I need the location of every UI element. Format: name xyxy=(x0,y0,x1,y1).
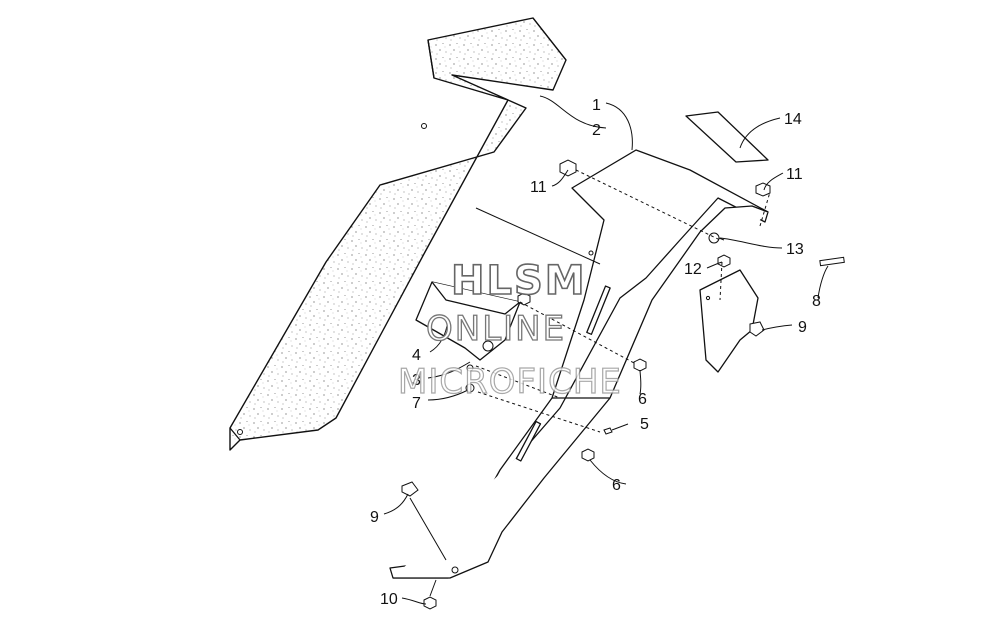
callout-8: 8 xyxy=(812,293,821,310)
decal-part xyxy=(685,111,769,163)
callout-3: 3 xyxy=(412,372,421,389)
hardware-nut-11-right xyxy=(755,182,771,197)
hardware-rivet-5 xyxy=(603,423,629,435)
callout-4: 4 xyxy=(412,347,421,364)
watermark-line3: MICROFICHE xyxy=(398,362,622,402)
hardware-clip-9-left xyxy=(401,481,419,497)
hardware-bolt-6-upper xyxy=(633,358,647,372)
callout-6-lower: 6 xyxy=(612,477,621,494)
hardware-nut-11-left xyxy=(559,159,577,177)
hardware-bolt-10 xyxy=(423,579,437,610)
side-plate-part xyxy=(699,269,759,373)
bracket-part xyxy=(415,281,521,372)
hardware-bolt-6-lower xyxy=(581,448,595,462)
callout-1: 1 xyxy=(592,97,601,114)
callout-13: 13 xyxy=(786,241,804,258)
callout-5: 5 xyxy=(640,416,649,433)
callout-11-right: 11 xyxy=(786,166,803,183)
callout-9-left: 9 xyxy=(370,509,379,526)
watermark-line2: ONLINE xyxy=(426,309,566,349)
callout-9-right: 9 xyxy=(798,319,807,336)
hardware-nut-12 xyxy=(717,254,731,268)
callout-2: 2 xyxy=(592,122,601,139)
callout-12: 12 xyxy=(684,261,702,278)
watermark-line1: HLSM xyxy=(451,258,587,304)
foam-pad-part xyxy=(229,17,567,451)
hardware-bolt-8 xyxy=(819,256,845,267)
callout-6-upper: 6 xyxy=(638,391,647,408)
hardware-clip-9-right xyxy=(749,321,765,337)
callout-7: 7 xyxy=(412,395,421,412)
callout-11-left: 11 xyxy=(530,179,547,196)
callout-14: 14 xyxy=(784,111,802,128)
watermark: HLSM ONLINE MICROFICHE xyxy=(397,257,622,402)
chaincase-cover-part xyxy=(389,149,769,579)
callout-10: 10 xyxy=(380,591,398,608)
